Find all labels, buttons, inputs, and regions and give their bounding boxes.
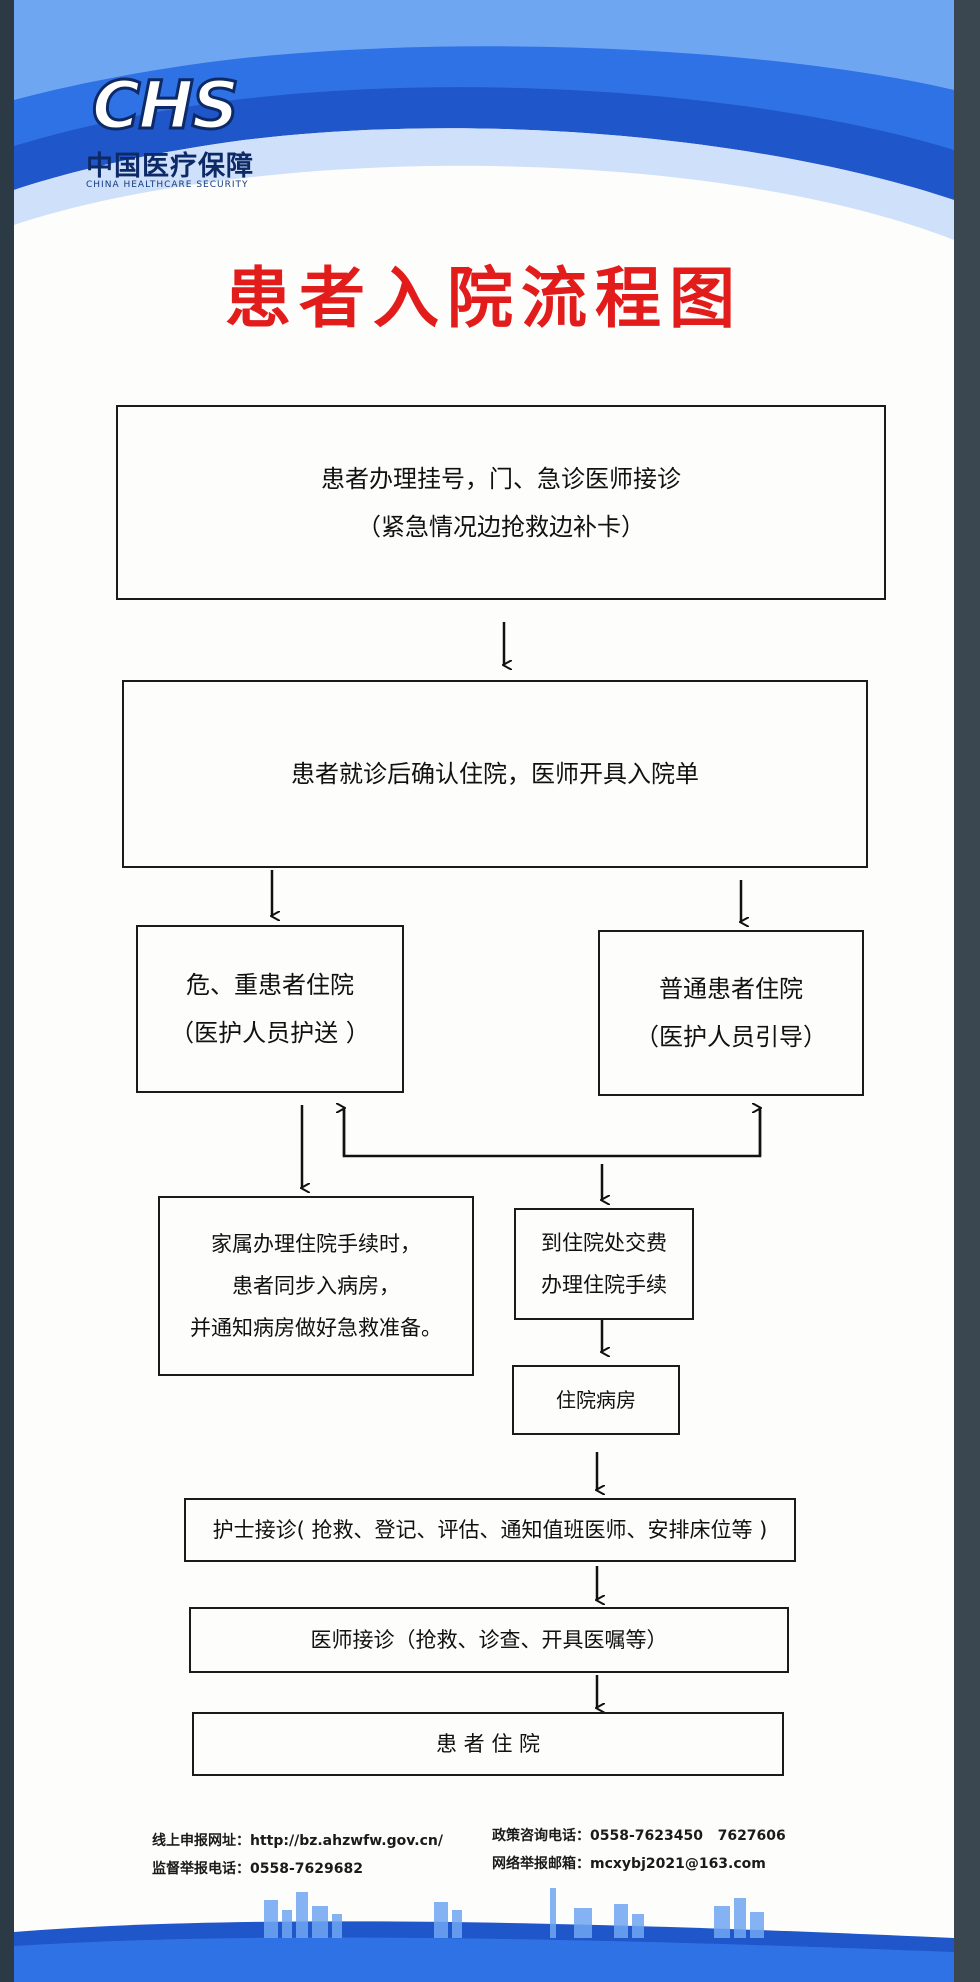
organization-name: 中国医疗保障 [86,151,254,182]
footer-email: 网络举报邮箱：mcxybj2021@163.com [492,1853,766,1873]
footer-policy: 政策咨询电话：0558-7623450 7627606 [492,1825,786,1845]
step-normal-line2: （医护人员引导） [635,1023,827,1051]
step-confirm-line1: 患者就诊后确认住院，医师开具入院单 [291,760,699,788]
header-wave-band [14,0,954,240]
step-registration-line1: 患者办理挂号，门、急诊医师接诊 [321,464,681,493]
step-family-procedures: 家属办理住院手续时， 患者同步入病房， 并通知病房做好急救准备。 [158,1196,474,1376]
footer-online: 线上申报网址：http://bz.ahzwfw.gov.cn/ [152,1830,443,1850]
step-normal-line1: 普通患者住院 [659,975,803,1003]
footer-online-url: http://bz.ahzwfw.gov.cn/ [250,1833,443,1849]
footer-supervise-label: 监督举报电话： [152,1861,250,1877]
step-registration: 患者办理挂号，门、急诊医师接诊 （紧急情况边抢救边补卡） [116,405,886,600]
chs-logo-icon: CHS [91,70,241,140]
footer-policy-label: 政策咨询电话： [492,1828,590,1844]
step-payment: 到住院处交费 办理住院手续 [514,1208,694,1320]
step-normal-patient: 普通患者住院 （医护人员引导） [598,930,864,1096]
step-registration-line2: （紧急情况边抢救边补卡） [357,512,645,541]
step-ward: 住院病房 [512,1365,680,1435]
step-family-line3: 并通知病房做好急救准备。 [190,1316,442,1340]
poster: CHS 中国医疗保障 CHINA HEALTHCARE SECURITY 患者入… [14,0,954,1982]
step-admitted-line1: 患 者 住 院 [435,1732,541,1756]
step-ward-line1: 住院病房 [556,1388,636,1412]
step-confirm-admission: 患者就诊后确认住院，医师开具入院单 [122,680,868,868]
footer-email-address: mcxybj2021@163.com [590,1856,766,1872]
footer-policy-phone: 0558-7623450 7627606 [590,1828,786,1844]
city-skyline-band [14,1888,954,1982]
step-critical-patient: 危、重患者住院 （医护人员护送 ） [136,925,404,1093]
step-nurse-reception: 护士接诊( 抢救、登记、评估、通知值班医师、安排床位等 ) [184,1498,796,1562]
step-family-line2: 患者同步入病房， [232,1274,400,1298]
svg-text:CHS: CHS [92,70,237,140]
step-payment-line1: 到住院处交费 [541,1231,667,1255]
background-right-edge [950,0,980,1982]
footer-supervise-phone: 0558-7629682 [250,1861,363,1877]
step-doctor-reception: 医师接诊（抢救、诊查、开具医嘱等） [189,1607,789,1673]
footer-online-label: 线上申报网址： [152,1833,250,1849]
organization-name-en: CHINA HEALTHCARE SECURITY [86,180,249,190]
step-doctor-line1: 医师接诊（抢救、诊查、开具医嘱等） [310,1628,668,1652]
step-admitted: 患 者 住 院 [192,1712,784,1776]
return-line-to-critical-and-normal [342,1110,762,1158]
step-nurse-line1: 护士接诊( 抢救、登记、评估、通知值班医师、安排床位等 ) [212,1518,768,1542]
footer-supervise: 监督举报电话：0558-7629682 [152,1858,363,1878]
page-title: 患者入院流程图 [225,260,743,337]
step-critical-line1: 危、重患者住院 [186,971,354,999]
step-critical-line2: （医护人员护送 ） [170,1019,370,1047]
flow-connectors [14,622,954,1982]
step-payment-line2: 办理住院手续 [541,1273,667,1297]
footer-email-label: 网络举报邮箱： [492,1856,590,1872]
step-family-line1: 家属办理住院手续时， [211,1232,421,1256]
